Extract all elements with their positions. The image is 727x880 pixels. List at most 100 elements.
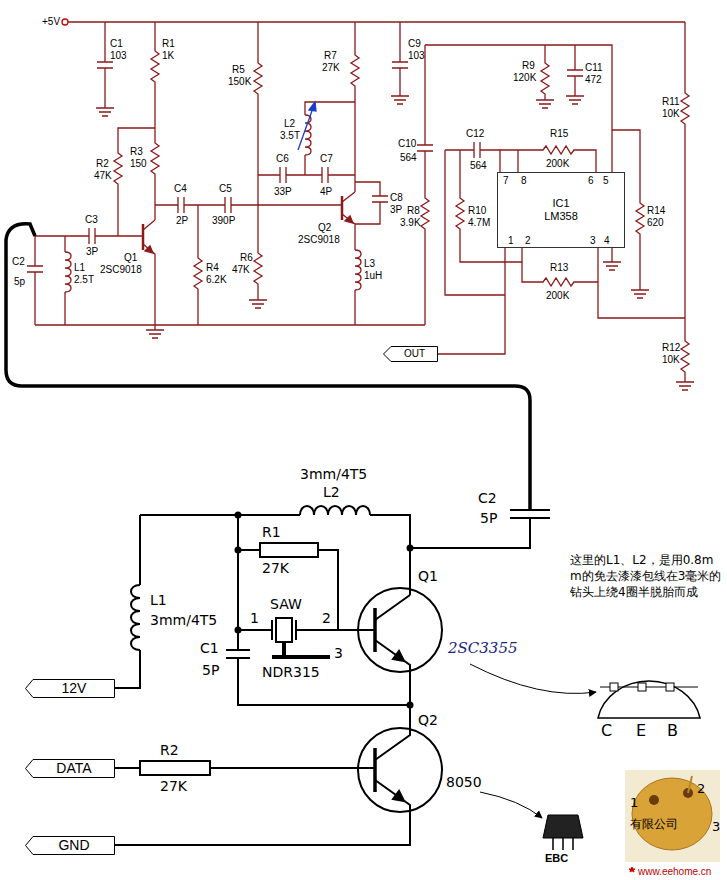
port-tag: OUT [383, 346, 438, 362]
component-label: B [667, 722, 678, 740]
component-label: 2 [525, 235, 531, 247]
node-text: IC1 [552, 197, 569, 210]
component-label: 27K [262, 560, 289, 576]
component-label: 5P [480, 510, 497, 526]
component-label: R2 [160, 742, 179, 758]
component-label: 564 [400, 152, 417, 164]
component-label: 1K [162, 50, 174, 62]
leader-line [470, 664, 596, 693]
component-label: R6 [240, 252, 253, 264]
component-label: 10K [662, 108, 680, 120]
component-label: 2P [176, 215, 188, 227]
component-label: 8050 [446, 774, 482, 790]
component-label: +5V [42, 16, 60, 28]
component-label: SAW [270, 596, 302, 612]
component-label: L1 [74, 262, 85, 274]
component-label: C7 [320, 153, 333, 165]
component-label: 6.2K [206, 274, 227, 286]
component-label: 47K [94, 170, 112, 182]
component-label: 564 [470, 160, 487, 172]
component-label: 103 [110, 50, 127, 62]
component-label: NDR315 [262, 664, 320, 680]
component-label: 120K [513, 72, 536, 84]
port-tag: 12V [25, 679, 115, 698]
component-label: 620 [647, 217, 664, 229]
component-label: C1 [110, 38, 123, 50]
component-label: 2 [322, 610, 331, 626]
component-label: C5 [219, 183, 232, 195]
component-label: 2SC9018 [298, 234, 340, 246]
component-label: 10K [662, 354, 680, 366]
component-label: L1 [150, 592, 167, 608]
component-label: 200K [546, 158, 569, 170]
component-label: 5 [603, 175, 609, 187]
component-label: C2 [478, 490, 497, 506]
node-text: GND [58, 837, 89, 854]
component-label: 7 [503, 175, 509, 187]
component-label: L2 [323, 484, 340, 500]
component-label: R10 [468, 205, 486, 217]
component-label: 390P [212, 215, 235, 227]
component-label: C2 [12, 256, 25, 268]
component-label: R9 [522, 60, 535, 72]
component-label: C9 [408, 38, 421, 50]
component-label: 3 [590, 235, 596, 247]
component-label: R3 [130, 146, 143, 158]
component-label: Q1 [124, 252, 137, 264]
top-circuit [27, 19, 694, 390]
component-label: R1 [162, 38, 175, 50]
component-label: 33P [274, 186, 292, 198]
component-label: Q2 [418, 712, 438, 728]
component-label: 47K [232, 264, 250, 276]
component-label: L3 [364, 258, 375, 270]
cable [6, 224, 530, 510]
component-label: 3mm/4T5 [150, 612, 217, 628]
component-label: L2 [284, 118, 295, 130]
component-label: 3 [712, 820, 720, 835]
component-label: 3 [334, 645, 343, 661]
component-label: 27K [322, 62, 340, 74]
component-label: C6 [276, 153, 289, 165]
port-tag: GND [25, 836, 115, 855]
component-label: 1uH [364, 270, 382, 282]
component-label: E [636, 722, 646, 740]
component-label: 4.7M [468, 217, 490, 229]
component-label: 8 [521, 175, 527, 187]
component-label: C8 [390, 192, 403, 204]
leader-line [480, 792, 542, 818]
component-label: C3 [85, 214, 98, 226]
component-label: 2.5T [74, 274, 94, 286]
component-label: R7 [324, 50, 337, 62]
component-label: Q1 [418, 568, 438, 584]
wire [438, 248, 505, 354]
component-label: EBC [545, 852, 568, 865]
component-label: C1 [200, 640, 219, 656]
component-label: R13 [550, 262, 568, 274]
node-text: OUT [404, 348, 425, 360]
watermark: www.eehome.cn [638, 866, 711, 878]
component-label: R5 [232, 64, 245, 76]
component-label: 2SC3355 [448, 640, 517, 657]
component-label: 3.5T [280, 130, 300, 142]
component-label: R2 [96, 158, 109, 170]
component-label: R15 [550, 128, 568, 140]
component-label: R8 [407, 205, 420, 217]
component-label: 3mm/4T5 [300, 466, 367, 482]
component-label: 150 [130, 158, 147, 170]
component-label: 2 [697, 782, 705, 797]
component-label: R14 [647, 205, 665, 217]
component-label: 1 [630, 796, 638, 811]
component-label: R12 [662, 342, 680, 354]
bottom-circuit [115, 506, 550, 845]
component-label: 4P [320, 186, 332, 198]
component-label: 3P [390, 204, 402, 216]
component-label: Q2 [318, 222, 331, 234]
component-label: C4 [174, 183, 187, 195]
component-label: 5p [14, 276, 25, 288]
component-label: 6 [588, 175, 594, 187]
component-label: 27K [160, 778, 187, 794]
component-label: C10 [398, 138, 416, 150]
component-label: C12 [466, 128, 484, 140]
